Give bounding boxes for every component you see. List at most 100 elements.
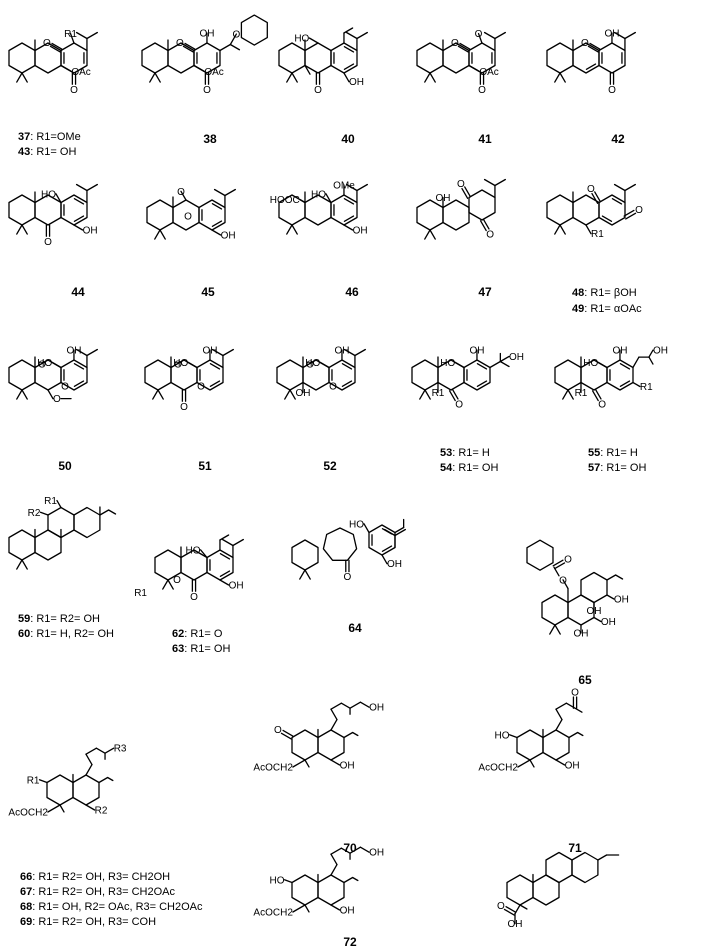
substituent-bond bbox=[613, 31, 626, 40]
substituent-bond bbox=[632, 381, 641, 388]
substituent-definition: 37: R1=OMe bbox=[18, 131, 81, 143]
atom-label: HO bbox=[41, 189, 56, 200]
substituent-bond bbox=[75, 31, 88, 40]
ring-c bbox=[463, 359, 491, 391]
atom-label: OAc bbox=[479, 67, 498, 78]
atom-label: OH bbox=[573, 629, 588, 640]
substituent-bond bbox=[199, 549, 208, 559]
substituent-bond bbox=[343, 348, 356, 357]
atom-label: HO bbox=[294, 34, 309, 45]
atom-label: O bbox=[314, 85, 322, 96]
atom-label: OH bbox=[199, 29, 214, 40]
substituent-bond bbox=[304, 904, 310, 913]
atom-label: AcOCH2 bbox=[253, 908, 293, 919]
compound-number: 52 bbox=[323, 459, 337, 473]
double-bond bbox=[211, 220, 223, 227]
substituent-bond bbox=[340, 847, 351, 854]
substituent-bond bbox=[383, 528, 396, 537]
substituent-bond bbox=[343, 876, 354, 884]
ring-a bbox=[146, 199, 174, 231]
atom-label: OH bbox=[334, 346, 349, 357]
substituent-bond bbox=[152, 389, 159, 400]
substituent-bond bbox=[229, 43, 241, 51]
atom-label: AcOCH2 bbox=[8, 808, 48, 819]
ring-a bbox=[276, 359, 304, 391]
substituent-bond bbox=[75, 348, 88, 357]
compound-number: 40 bbox=[341, 132, 355, 146]
substituent-bond bbox=[499, 355, 510, 363]
substituent-bond bbox=[98, 776, 109, 784]
atom-label: O bbox=[486, 230, 494, 241]
atom-label: O bbox=[478, 85, 486, 96]
ring-c bbox=[330, 194, 358, 226]
substituent-bond bbox=[211, 229, 222, 236]
substituent-bond bbox=[606, 574, 617, 581]
double-bond bbox=[381, 545, 393, 552]
ring-b bbox=[442, 199, 470, 231]
carbonyl-bond bbox=[625, 212, 637, 220]
carbonyl-bond bbox=[448, 390, 456, 402]
atom-label: O bbox=[306, 360, 314, 371]
carbonyl-bond bbox=[457, 45, 469, 53]
carbonyl-bond bbox=[505, 905, 517, 913]
substituent-bond bbox=[340, 702, 351, 709]
substituent-bond bbox=[224, 188, 236, 197]
carbonyl-bond bbox=[594, 388, 602, 400]
compound-number: 71 bbox=[568, 841, 582, 855]
carbonyl-bond bbox=[594, 191, 602, 203]
substituent-bond bbox=[289, 389, 296, 400]
ring-c bbox=[545, 851, 573, 884]
atom-label: O bbox=[184, 212, 192, 223]
atom-label: O bbox=[581, 38, 589, 49]
substituent-bond bbox=[468, 64, 481, 73]
substituent-bond bbox=[483, 178, 496, 187]
substituent-bond bbox=[51, 361, 62, 369]
atom-label: OH bbox=[604, 29, 619, 40]
atom-label: HO bbox=[440, 358, 455, 369]
atom-label: O bbox=[587, 184, 595, 195]
ring-c bbox=[580, 571, 608, 604]
atom-label: OH bbox=[229, 581, 244, 592]
carbonyl-bond bbox=[623, 209, 635, 217]
double-bond bbox=[476, 363, 488, 370]
substituent-bond bbox=[38, 779, 48, 784]
substituent-bond bbox=[325, 193, 332, 204]
atom-label: OH bbox=[509, 352, 524, 363]
atom-label: O bbox=[44, 237, 52, 248]
substituent-bond bbox=[554, 624, 561, 635]
compound-number: 50 bbox=[58, 459, 72, 473]
substituent-bond bbox=[154, 72, 161, 83]
atom-label: OH bbox=[349, 77, 364, 88]
compound-number: 65 bbox=[578, 673, 592, 687]
ring-a bbox=[506, 874, 534, 906]
atom-label: HOOC bbox=[270, 195, 300, 206]
substituent-bond bbox=[648, 349, 654, 358]
double-bond bbox=[219, 553, 231, 560]
ring-a bbox=[411, 359, 439, 391]
substituent-bond bbox=[193, 64, 206, 73]
substituent-bond bbox=[284, 389, 291, 400]
compound-number: 38 bbox=[203, 132, 217, 146]
substituent-bond bbox=[585, 224, 592, 235]
ring-c bbox=[598, 42, 626, 74]
substituent-bond bbox=[343, 72, 350, 83]
ring-c bbox=[606, 359, 634, 391]
ring-b-seven bbox=[322, 527, 358, 561]
substituent-bond bbox=[343, 731, 354, 739]
substituent-bond bbox=[381, 554, 388, 565]
ring-c bbox=[60, 194, 88, 226]
double-bond bbox=[341, 380, 353, 387]
atom-label: O bbox=[38, 360, 46, 371]
compound-number: 44 bbox=[71, 285, 85, 299]
substituent-bond bbox=[291, 224, 298, 235]
substituent-bond bbox=[47, 389, 54, 400]
substituent-bond bbox=[343, 224, 354, 231]
substituent-bond bbox=[47, 804, 61, 813]
substituent-bond bbox=[283, 879, 293, 884]
substituent-bond bbox=[55, 193, 62, 204]
substituent-bond bbox=[162, 579, 169, 590]
atom-label: O bbox=[559, 575, 567, 586]
